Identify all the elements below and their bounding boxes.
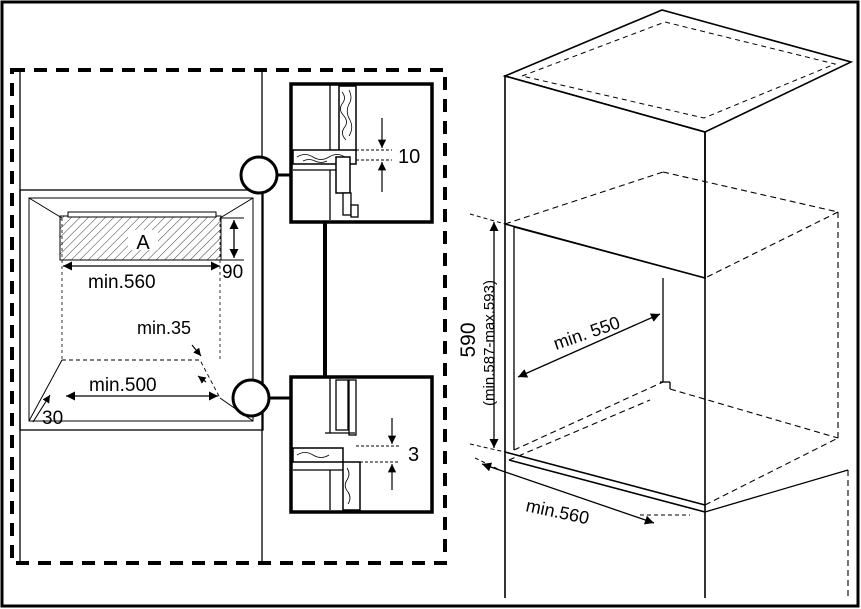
oven-inner-box xyxy=(28,197,254,422)
depth-90-label: 90 xyxy=(222,262,243,283)
upper-block-front-face xyxy=(504,74,706,280)
cabinet-perspective: 590 (min.587-max.593) min. 550 min.560 xyxy=(457,9,854,598)
corner-30-label: 30 xyxy=(42,408,63,429)
bottom-detail-box: 3 xyxy=(289,375,434,514)
vent-area-label: A xyxy=(136,232,150,254)
gap-top-label: 10 xyxy=(398,146,420,168)
cabinet-width-label: min.560 xyxy=(524,495,591,528)
depth-35-label: min.35 xyxy=(137,318,191,338)
top-wood-panel xyxy=(338,85,357,152)
width-560-label: min.560 xyxy=(88,272,156,293)
depth-550-dimension xyxy=(517,313,661,378)
bottom-callout-circle xyxy=(231,378,271,418)
bottom-wood-panel xyxy=(342,461,361,511)
top-callout-circle xyxy=(239,155,279,195)
width-500-label: min.500 xyxy=(89,375,157,396)
top-detail-box: 10 xyxy=(289,82,434,224)
depth-550-label: min. 550 xyxy=(551,312,623,353)
bottom-wood-shelf xyxy=(292,447,344,463)
upper-block-top-face xyxy=(502,9,854,133)
height-590-label: 590 xyxy=(457,322,480,357)
gap-bottom-label: 3 xyxy=(408,444,419,466)
height-range-label: (min.587-max.593) xyxy=(481,280,498,406)
detail-callouts: 10 3 xyxy=(231,82,434,514)
niche-front-view: A 90 min.560 min.35 min.500 30 xyxy=(10,68,447,565)
oven-outer-box xyxy=(19,189,264,431)
cabinet-width-dimension xyxy=(481,462,655,525)
